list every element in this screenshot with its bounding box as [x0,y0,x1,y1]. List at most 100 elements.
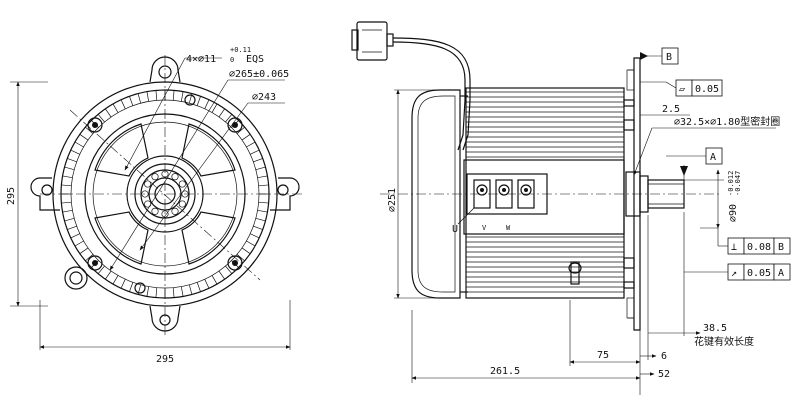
fin-line [255,166,266,171]
dim-52: 52 [658,369,670,380]
fin-line [211,275,218,285]
fin-line [64,166,75,171]
fin-line [146,286,150,297]
body-dia-dim: ⌀251 [387,188,398,212]
bearing-ball [178,200,186,208]
fin-line [105,108,112,118]
fin-line [70,149,80,155]
terminal-block [473,179,535,209]
dim-6: 6 [661,351,667,362]
fin-line [120,99,126,109]
fin-line [204,99,210,109]
datum-a: A [666,147,723,180]
fin-line [196,282,201,292]
fin-line [255,217,266,222]
side-dims: ⌀251 261.5 75 38.5 花键有效长度 6 52 2.5 ⌀32.5… [387,89,780,395]
bearing-ball [151,173,159,181]
fin-line [218,270,225,280]
fin-line [70,233,80,239]
fin-line [253,158,263,163]
fin-line [250,233,260,239]
side-fins [466,91,624,293]
fin-line [61,201,72,204]
side-view: U V W [351,21,720,331]
terminal-v: V [482,224,487,232]
fin-line [61,184,72,187]
fin-line [137,93,142,104]
fin-line [258,201,269,204]
terminal-w: W [506,224,511,232]
fin-line [129,96,134,106]
pcd-dim: ⌀265±0.065 [229,69,289,80]
fin-line [85,254,94,262]
hole-note: EQS [246,54,264,65]
bearing-ball [144,180,152,188]
fin-line [97,265,105,274]
bearing-ball [151,207,159,215]
spline-length-dim: 38.5 [703,323,727,334]
datum-b-label: B [666,52,672,63]
dim-75: 75 [597,350,609,361]
fin-line [241,134,251,141]
fin-line [225,265,233,274]
fin-line [155,90,158,101]
bearing-ball [161,210,169,218]
dim-2-5: 2.5 [662,104,680,115]
gdt-flatness-value: 0.05 [695,84,719,95]
fin-line [155,287,158,298]
fin-line [246,141,256,148]
fin-line [62,209,73,213]
hole-tol-upper: +0.11 [230,46,251,54]
gdt-perp-symbol: ⊥ [731,242,737,253]
bearing-ball [171,173,179,181]
fin-line [258,184,269,187]
spline-note: 花键有效长度 [694,335,754,348]
front-bolts [87,94,243,294]
fin-line [62,175,73,179]
fin-line [79,134,89,141]
fin-line [250,149,260,155]
fin-line [257,209,268,213]
fin-line [196,96,201,106]
fin-line [105,270,112,280]
bearing-ball [161,170,169,178]
fin-line [85,126,94,134]
gdt-runout-ref: A [778,268,784,279]
fin-line [241,247,251,254]
fin-line [246,240,256,247]
gdt-perpendicularity: ⊥ 0.08 B [700,227,791,255]
fin-line [97,114,105,123]
fin-line [236,126,245,134]
fin-line [146,91,150,102]
fin-line [120,279,126,289]
front-width-dim: 295 [156,354,174,365]
hole-tol-lower: 0 [230,56,234,64]
fin-line [64,217,75,222]
fin-line [67,225,77,230]
fin-line [79,247,89,254]
gdt-perp-ref: B [778,242,784,253]
fin-line [218,108,225,118]
fin-line [74,141,84,148]
bearing-balls [141,170,189,218]
fin-line [188,284,193,295]
fin-line [129,282,134,292]
shaft-dia-dim: ⌀90 [728,204,739,222]
bearing-ball [178,180,186,188]
pilot-dim: ⌀243 [252,92,276,103]
fin-line [172,90,175,101]
fin-line [253,225,263,230]
fin-line [180,91,184,102]
fin-line [211,103,218,113]
front-fins [61,90,269,298]
front-view [30,55,305,335]
fin-line [236,254,245,262]
fin-line [204,279,210,289]
hole-spec: 4×⌀11 [186,54,216,65]
shaft-tol-upper: -0.012 [727,171,735,196]
fin-line [74,240,84,247]
fin-line [172,287,175,298]
datum-a-label: A [710,152,716,163]
gdt-flatness-symbol: ▱ [679,84,685,95]
